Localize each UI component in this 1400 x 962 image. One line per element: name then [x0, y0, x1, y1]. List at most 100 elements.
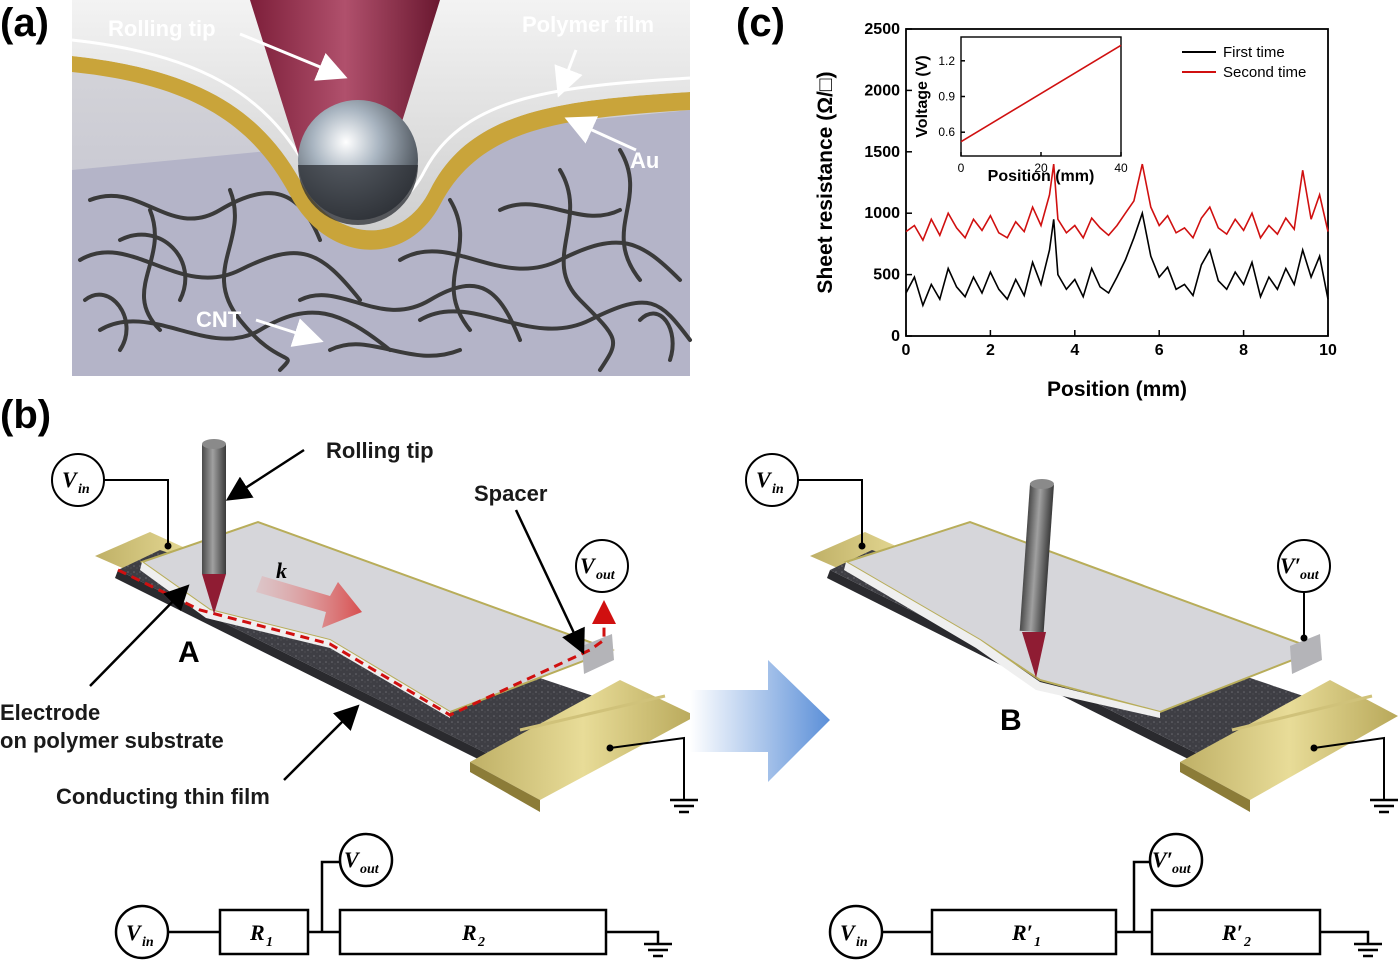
vout-meter-a: [575, 539, 629, 593]
arrow-au: [564, 116, 637, 152]
inset-xtick-label: 20: [1034, 161, 1048, 175]
circuit-a-vin-sub: in: [142, 935, 154, 950]
gold-groove-b: [1231, 694, 1373, 732]
circuit-a-r2-label: R: [461, 920, 477, 945]
callout-au: Au: [630, 148, 659, 173]
circuit-a-r1-label: R: [249, 920, 265, 945]
circuit-b-vin-sub: in: [856, 935, 868, 950]
gold-electrode-right-b: [1180, 680, 1398, 800]
main-xtick-label: 8: [1239, 342, 1248, 359]
panel-c-label: (c): [736, 1, 785, 45]
gold-groove-a: [519, 694, 666, 732]
main-ytick-label: 2000: [864, 82, 900, 99]
vin-wire-b: [798, 479, 863, 546]
legend-label-1: Second time: [1223, 64, 1306, 81]
spacer-a: [582, 634, 614, 674]
circuit-b-vin: [828, 904, 884, 960]
main-xtick-label: 10: [1319, 342, 1337, 359]
main-xlabel: Position (mm): [1047, 378, 1187, 401]
pen-body-b: [1019, 483, 1054, 633]
callout-polymer-film: Polymer film: [522, 12, 654, 37]
vin-source-b: [745, 453, 799, 507]
panel-b: (b) k V: [0, 393, 1398, 960]
circuit-a-r2-sub: 2: [477, 935, 485, 950]
rolling-ball-shadow: [298, 165, 418, 225]
transition-arrow: [690, 660, 830, 782]
circuit-b-r1-prime-label: R′: [1011, 920, 1033, 945]
main-ytick-label: 2500: [864, 21, 900, 38]
circuit-b-vout-prime-sub: out: [1172, 862, 1192, 877]
panel-b-label: (b): [0, 393, 51, 437]
circuit-b: [828, 832, 1382, 960]
device-state-a: k V in V out Rolling tip: [0, 438, 698, 814]
gold-electrode-right-a-side: [470, 762, 540, 812]
main-xtick-label: 6: [1155, 342, 1164, 359]
direction-label-k: k: [276, 558, 287, 583]
callout-spacer: Spacer: [474, 481, 548, 506]
main-xtick-label: 2: [986, 342, 995, 359]
main-ytick-label: 0: [891, 328, 900, 345]
circuit-a-vin-label: V: [126, 920, 143, 945]
vout-symbol-a: V: [580, 553, 597, 578]
vin-contact-a: [164, 542, 172, 550]
vin-contact-b: [858, 542, 866, 550]
main-xtick-label: 0: [902, 342, 911, 359]
arrow-polymer-film: [554, 49, 583, 98]
ground-symbol-a: [670, 798, 698, 814]
inset-series-line-0: [960, 44, 1122, 143]
vin-source-a: [51, 453, 105, 507]
vout-subscript-a: out: [596, 568, 616, 583]
main-ytick-label: 1000: [864, 205, 900, 222]
inset-ylabel: Voltage (V): [914, 55, 931, 137]
gold-electrode-right-b-side: [1180, 762, 1250, 812]
ground-contact-b: [1310, 744, 1318, 752]
circuit-b-r1-prime-sub: 1: [1034, 935, 1041, 950]
circuit-a-vout-sub: out: [360, 862, 380, 877]
conducting-film-side-a: [115, 570, 520, 780]
callout-cnt: CNT: [196, 307, 242, 332]
motion-arrow-k: [256, 576, 362, 628]
device-state-b: V in V′ out B: [745, 453, 1398, 814]
callout-rolling-tip-a: Rolling tip: [108, 16, 216, 41]
vin-wire-a: [104, 479, 169, 546]
arrow-rolling-tip-b: [225, 448, 305, 501]
circuit-a-r2: [338, 908, 608, 956]
pen-body-a: [202, 444, 226, 574]
circuit-b-vout-prime-label: V′: [1152, 847, 1173, 872]
panel-a-label: (a): [0, 1, 49, 45]
point-label-b: B: [1000, 704, 1022, 737]
inset-ytick-label: 0.6: [938, 125, 955, 139]
inset-ytick-label: 0.9: [938, 90, 955, 104]
pen-top-b: [1030, 479, 1054, 489]
circuit-a-r1: [218, 908, 310, 956]
inset-frame: [960, 36, 1122, 157]
callout-electrode-line1: Electrode: [0, 700, 100, 725]
vout-prime-subscript-b: out: [1300, 568, 1320, 583]
arrow-spacer: [514, 509, 585, 655]
panel-a: (a): [0, 0, 692, 376]
arrow-cnt: [255, 318, 324, 347]
point-label-a: A: [178, 636, 200, 669]
arrow-electrode: [89, 584, 190, 687]
circuit-b-r1-prime: [930, 908, 1118, 956]
arrow-conducting-film: [283, 704, 360, 781]
au-layer: [72, 56, 690, 250]
inset-xlabel: Position (mm): [988, 168, 1095, 185]
circuit-b-vin-label: V: [840, 920, 857, 945]
vout-prime-contact-b: [1300, 634, 1308, 642]
ground-contact-a: [606, 744, 614, 752]
ground-wire-a: [609, 736, 685, 800]
pen-tip-b: [1022, 632, 1046, 678]
gold-electrode-right-a: [470, 680, 696, 800]
circuit-a-vout: [338, 832, 394, 888]
spacer-b: [1290, 634, 1322, 674]
main-series-line-1: [905, 163, 1329, 243]
vin-subscript-b: in: [772, 482, 784, 497]
circuit-a-vin: [114, 904, 170, 960]
current-path-a: [117, 568, 616, 717]
main-series-line-0: [905, 210, 1329, 308]
arrow-rolling-tip-a: [239, 32, 348, 81]
